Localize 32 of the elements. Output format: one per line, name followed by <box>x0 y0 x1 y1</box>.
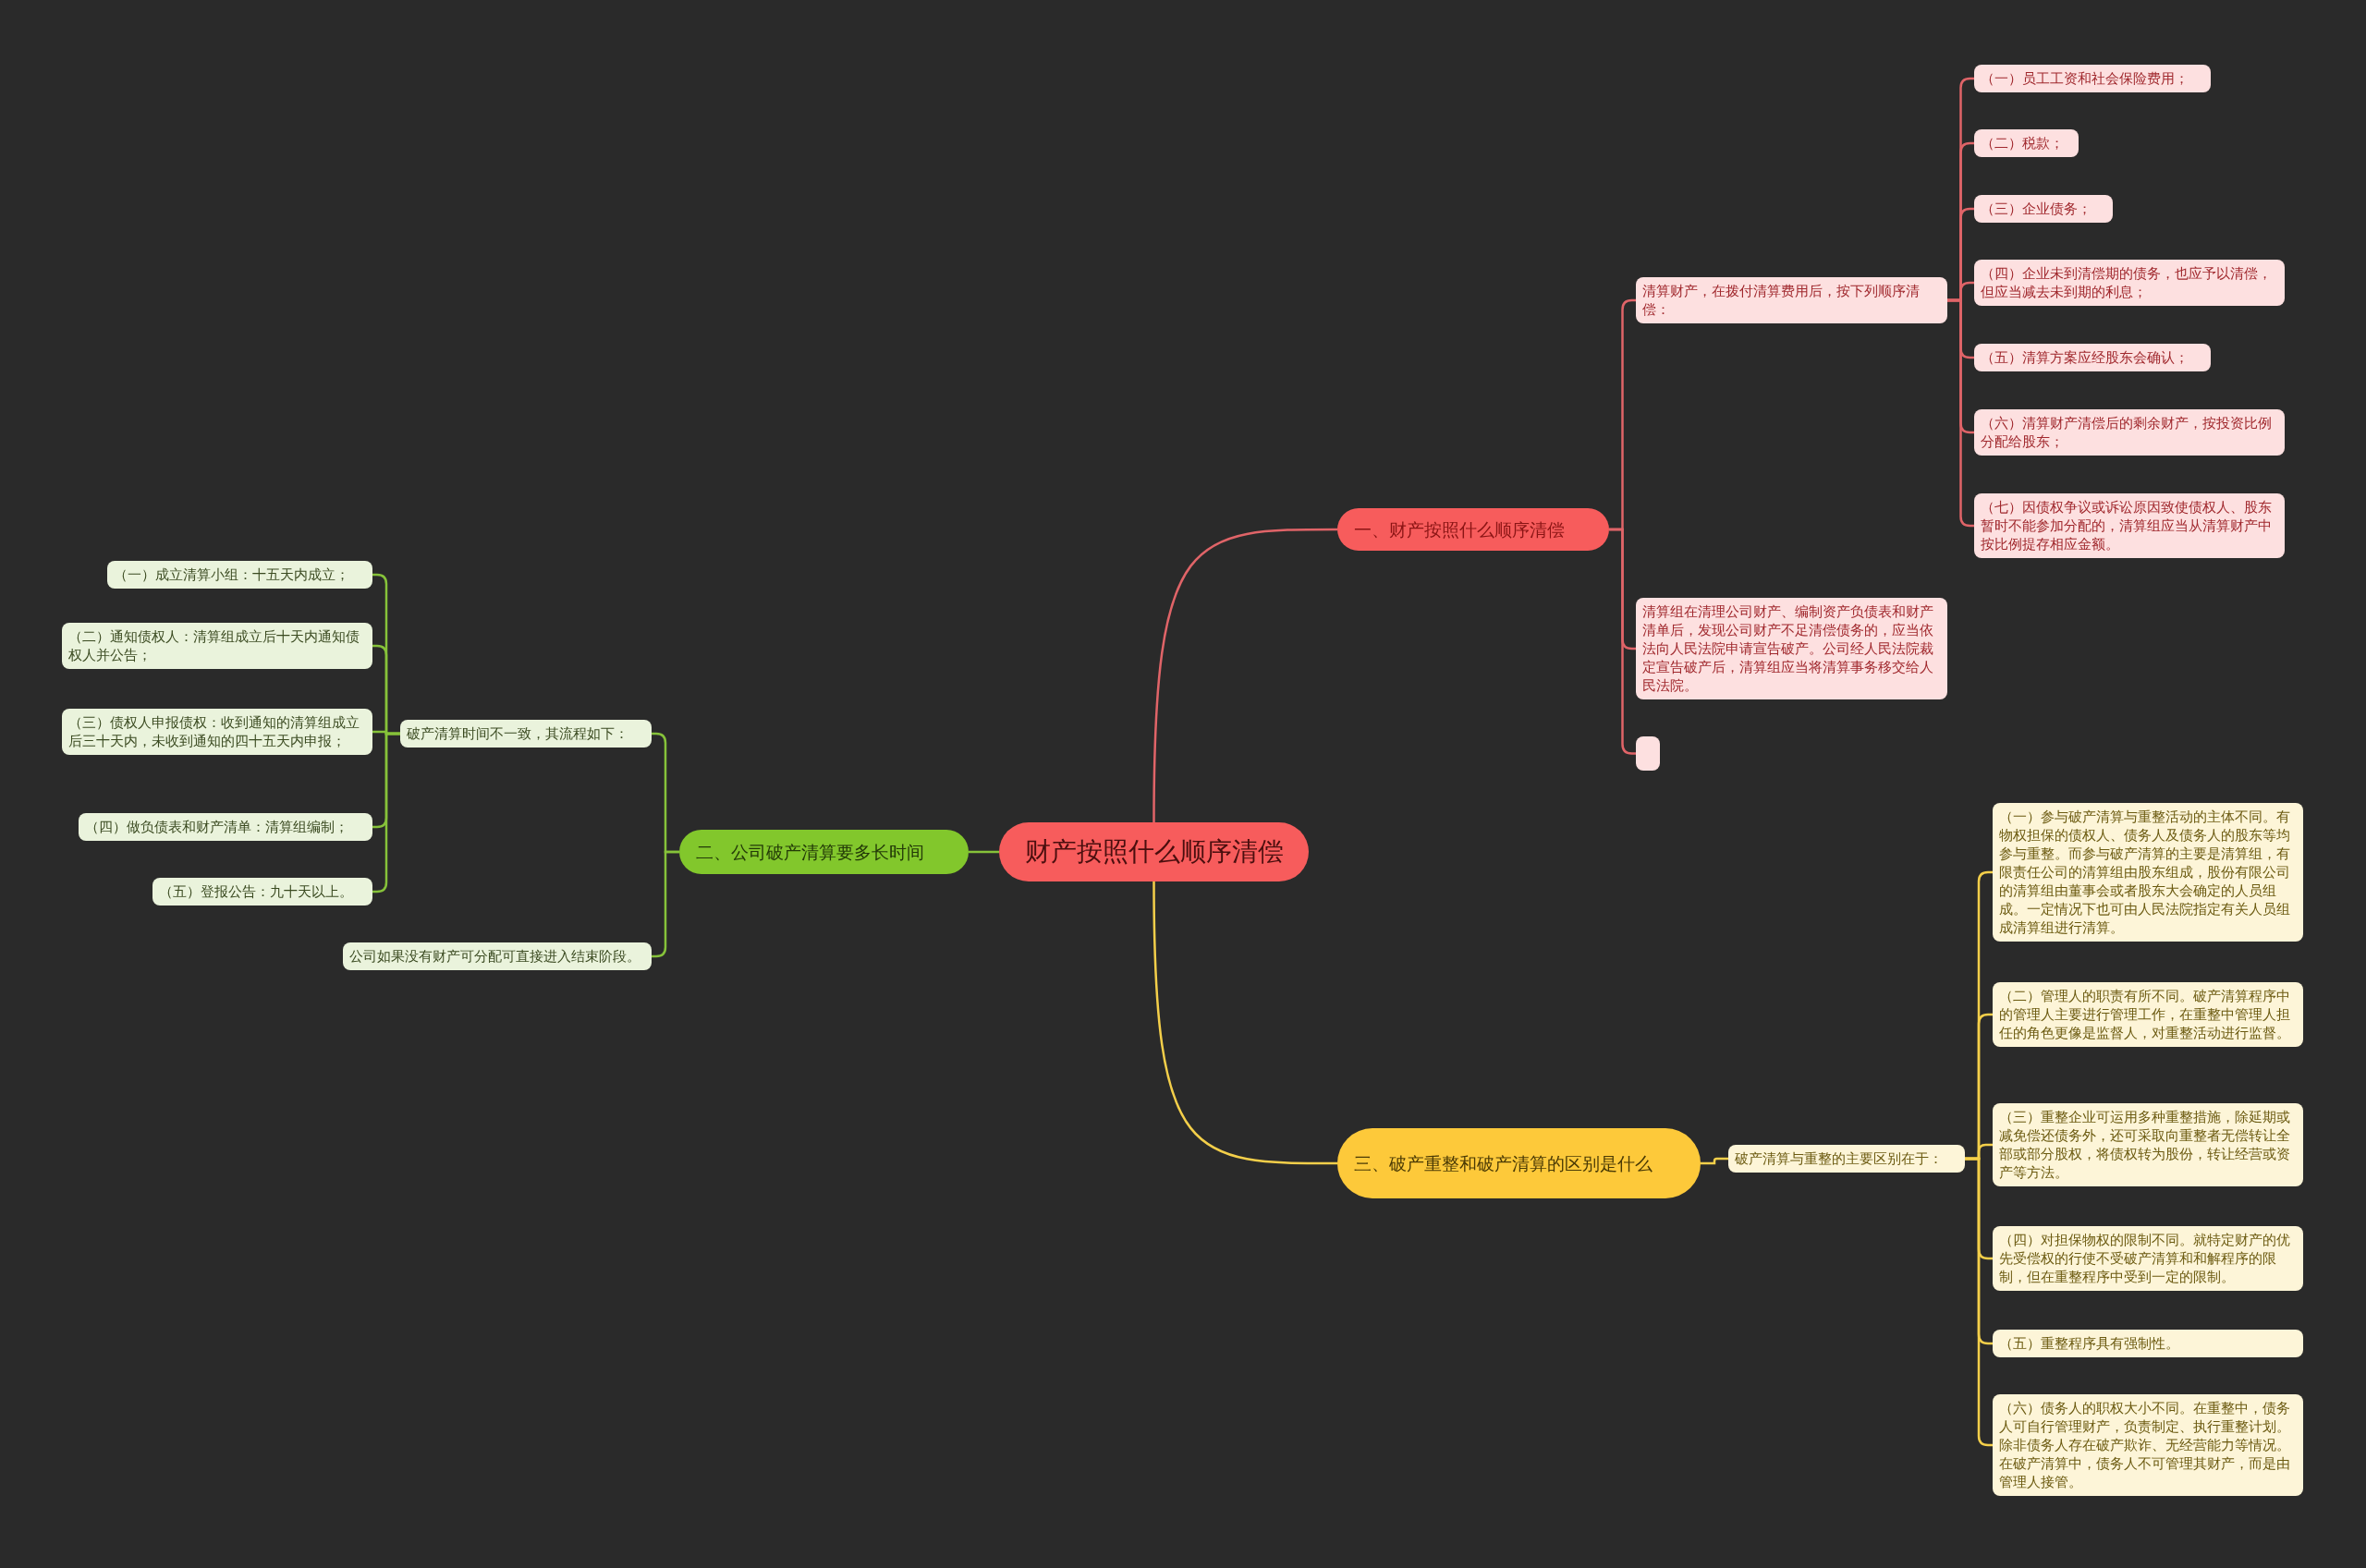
subtopic-box: （三）重整企业可运用多种重整措施，除延期或减免偿还债务外，还可采取向重整者无偿转让全部或部分股权，将债权转为股份，转让经营或资产等方法。 <box>1993 1103 2303 1186</box>
subtopic-box: （二）税款； <box>1974 129 2079 157</box>
subtopic-box: 公司如果没有财产可分配可直接进入结束阶段。 <box>343 942 652 970</box>
subtopic-box: （五）重整程序具有强制性。 <box>1993 1330 2303 1357</box>
subtopic-box: （一）员工工资和社会保险费用； <box>1974 65 2211 92</box>
connector-line <box>1153 528 1337 822</box>
topic-pill: 一、财产按照什么顺序清偿 <box>1337 508 1609 551</box>
subtopic-box: （六）清算财产清偿后的剩余财产，按投资比例分配给股东； <box>1974 409 2285 456</box>
topic-pill: 三、破产重整和破产清算的区别是什么 <box>1337 1128 1701 1198</box>
subtopic-box: （三）债权人申报债权：收到通知的清算组成立后三十天内，未收到通知的四十五天内申报； <box>62 709 372 755</box>
subtopic-box: （三）企业债务； <box>1974 195 2113 223</box>
subtopic-box: （四）企业未到清偿期的债务，也应予以清偿，但应当减去未到期的利息； <box>1974 260 2285 306</box>
subtopic-box: （四）对担保物权的限制不同。就特定财产的优先受偿权的行使不受破产清算和和解程序的限制，但在重整程序中受到一定的限制。 <box>1993 1226 2303 1291</box>
subtopic-box: （四）做负债表和财产清单：清算组编制； <box>79 813 372 841</box>
subtopic-box: （七）因债权争议或诉讼原因致使债权人、股东暂时不能参加分配的，清算组应当从清算财产中按比例提存相应金额。 <box>1974 493 2285 558</box>
subtopic-box: 清算财产，在拨付清算费用后，按下列顺序清偿： <box>1636 277 1947 323</box>
subtopic-box: （六）债务人的职权大小不同。在重整中，债务人可自行管理财产，负责制定、执行重整计划。除非债务人存在破产欺诈、无经营能力等情况。在破产清算中，债务人不可管理其财产，而是由管理人接管。 <box>1993 1394 2303 1496</box>
subtopic-box: （五）清算方案应经股东会确认； <box>1974 344 2211 371</box>
subtopic-box: （二）通知债权人：清算组成立后十天内通知债权人并公告； <box>62 623 372 669</box>
connector-line <box>969 850 999 854</box>
topic-pill: 二、公司破产清算要多长时间 <box>679 830 969 874</box>
subtopic-box: 破产清算与重整的主要区别在于： <box>1728 1145 1965 1173</box>
empty-box <box>1636 736 1660 771</box>
connector-line <box>1701 1157 1728 1165</box>
central-topic: 财产按照什么顺序清偿 <box>999 822 1309 881</box>
subtopic-box: （一）成立清算小组：十五天内成立； <box>107 561 372 589</box>
subtopic-box: （五）登报公告：九十天以上。 <box>152 878 372 906</box>
subtopic-box: （二）管理人的职责有所不同。破产清算程序中的管理人主要进行管理工作，在重整中管理人担任的角色更像是监督人，对重整活动进行监督。 <box>1993 982 2303 1047</box>
subtopic-box: 清算组在清理公司财产、编制资产负债表和财产清单后，发现公司财产不足清偿债务的，应当依法向人民法院申请宣告破产。公司经人民法院裁定宣告破产后，清算组应当将清算事务移交给人民法院。 <box>1636 598 1947 699</box>
subtopic-box: （一）参与破产清算与重整活动的主体不同。有物权担保的债权人、债务人及债务人的股东等均参与重整。而参与破产清算的主要是清算组，有限责任公司的清算组由股东组成，股份有限公司的清算组由董事会或者股东大会确定的人员组成。一定情况下也可由人民法院指定有关人员组成清算组进行清算。 <box>1993 803 2303 942</box>
connector-line <box>1153 881 1337 1165</box>
subtopic-box: 破产清算时间不一致，其流程如下： <box>400 720 652 748</box>
